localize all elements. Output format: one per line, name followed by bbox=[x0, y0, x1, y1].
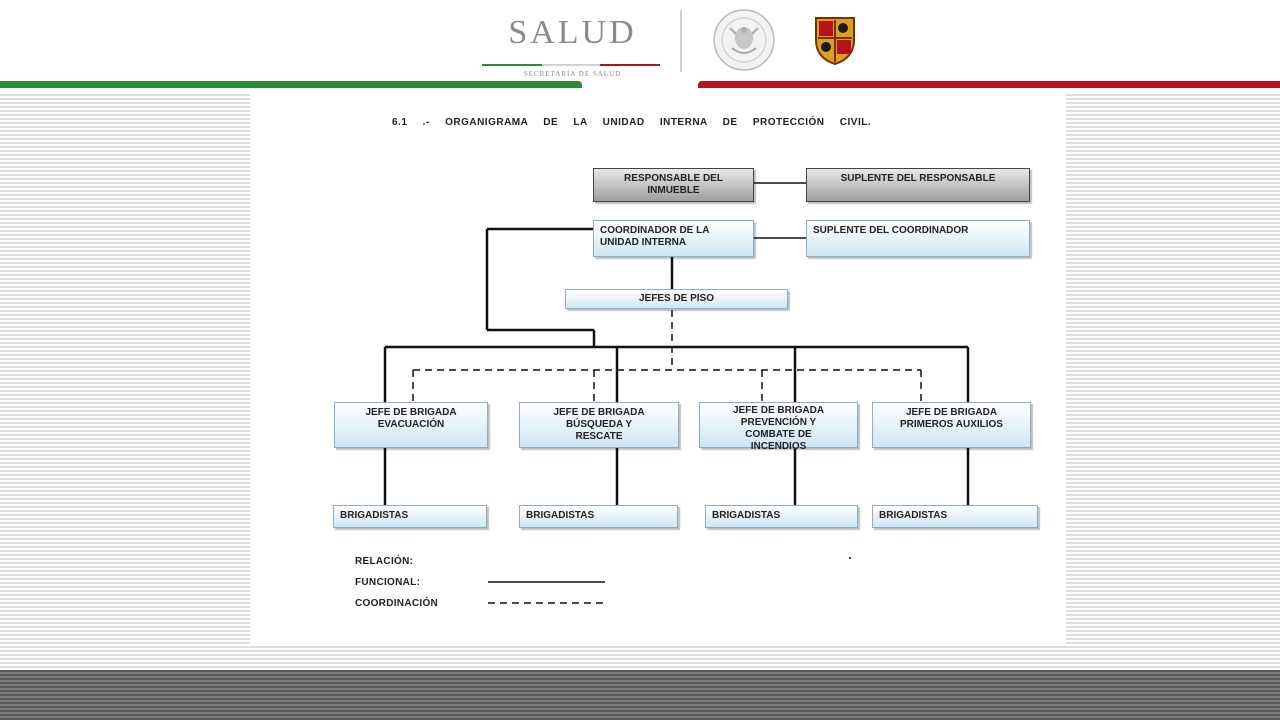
red-band bbox=[698, 81, 1280, 88]
responsable-inmueble-box: RESPONSABLE DEL INMUEBLE bbox=[593, 168, 754, 202]
header: SALUD SECRETARÍA DE SALUD bbox=[0, 0, 1280, 80]
brigadistas-box: BRIGADISTAS bbox=[872, 505, 1038, 528]
state-shield-icon bbox=[815, 17, 855, 66]
left-stripes bbox=[0, 92, 250, 644]
brigadistas-box: BRIGADISTAS bbox=[705, 505, 858, 528]
coordinador-box: COORDINADOR DE LA UNIDAD INTERNA bbox=[593, 220, 754, 257]
footer-band bbox=[0, 670, 1280, 720]
brigada-primeros-auxilios-box: JEFE DE BRIGADA PRIMEROS AUXILIOS bbox=[872, 402, 1031, 448]
logo-subtitle: SECRETARÍA DE SALUD bbox=[523, 70, 622, 78]
right-stripes bbox=[1066, 92, 1280, 644]
stray-dot bbox=[849, 557, 851, 559]
document-title: 6.1 .- ORGANIGRAMA DE LA UNIDAD INTERNA … bbox=[392, 117, 872, 128]
brigada-busqueda-box: JEFE DE BRIGADA BÚSQUEDA Y RESCATE bbox=[519, 402, 679, 448]
brigada-incendios-box: JEFE DE BRIGADA PREVENCIÓN Y COMBATE DE … bbox=[699, 402, 858, 452]
document-page: 6.1 .- ORGANIGRAMA DE LA UNIDAD INTERNA … bbox=[250, 92, 1066, 644]
suplente-coordinador-box: SUPLENTE DEL COORDINADOR bbox=[806, 220, 1030, 257]
logo-rule bbox=[482, 64, 660, 66]
jefes-piso-box: JEFES DE PISO bbox=[565, 289, 788, 309]
header-divider bbox=[680, 10, 682, 72]
legend-coordinacion: COORDINACIÓN bbox=[355, 598, 439, 609]
salud-logo: SALUD SECRETARÍA DE SALUD bbox=[480, 14, 665, 78]
logo-word: SALUD bbox=[508, 14, 637, 51]
brigada-evacuacion-box: JEFE DE BRIGADA EVACUACIÓN bbox=[334, 402, 488, 448]
green-band bbox=[0, 81, 582, 88]
org-chart-connectors bbox=[383, 182, 970, 604]
suplente-responsable-box: SUPLENTE DEL RESPONSABLE bbox=[806, 168, 1030, 202]
brigadistas-box: BRIGADISTAS bbox=[519, 505, 678, 528]
legend-funcional: FUNCIONAL: bbox=[355, 577, 421, 588]
national-seal-icon bbox=[713, 9, 775, 71]
bottom-stripes bbox=[0, 644, 1280, 670]
brigadistas-box: BRIGADISTAS bbox=[333, 505, 487, 528]
legend-relacion: RELACIÓN: bbox=[355, 556, 414, 567]
